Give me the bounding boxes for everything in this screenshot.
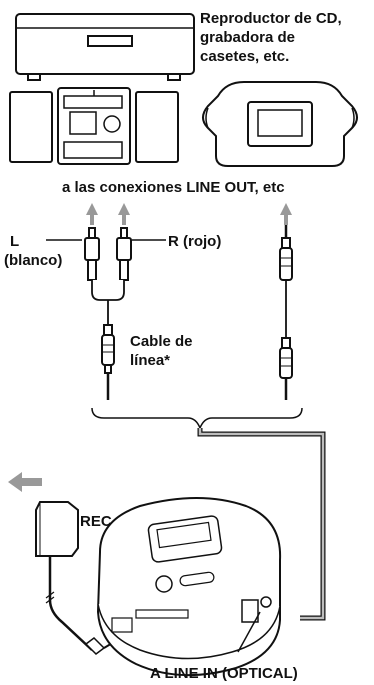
md-recorder-icon (98, 498, 280, 675)
line-cable-label-2: línea* (130, 351, 170, 370)
source-devices-label-1: Reproductor de CD, (200, 9, 342, 28)
source-devices-label-3: casetes, etc. (200, 47, 289, 66)
rca-line-cable (46, 228, 166, 400)
left-channel-label-2: (blanco) (4, 251, 62, 270)
cd-player-icon (16, 14, 194, 80)
line-out-label: a las conexiones LINE OUT, etc (62, 178, 285, 197)
line-cable-label-1: Cable de (130, 332, 193, 351)
mini-plug-cable (280, 225, 292, 400)
right-channel-label: R (rojo) (168, 232, 221, 251)
cable-bracket (92, 408, 302, 428)
line-in-label: A LINE IN (OPTICAL) (150, 664, 298, 683)
line-out-arrows (86, 203, 292, 225)
left-channel-label-1: L (10, 232, 19, 251)
stereo-system-icon (10, 88, 178, 164)
source-devices-label-2: grabadora de (200, 28, 295, 47)
rec-label: REC (80, 512, 112, 531)
boombox-icon (203, 82, 357, 166)
outlet-arrow (8, 472, 42, 492)
